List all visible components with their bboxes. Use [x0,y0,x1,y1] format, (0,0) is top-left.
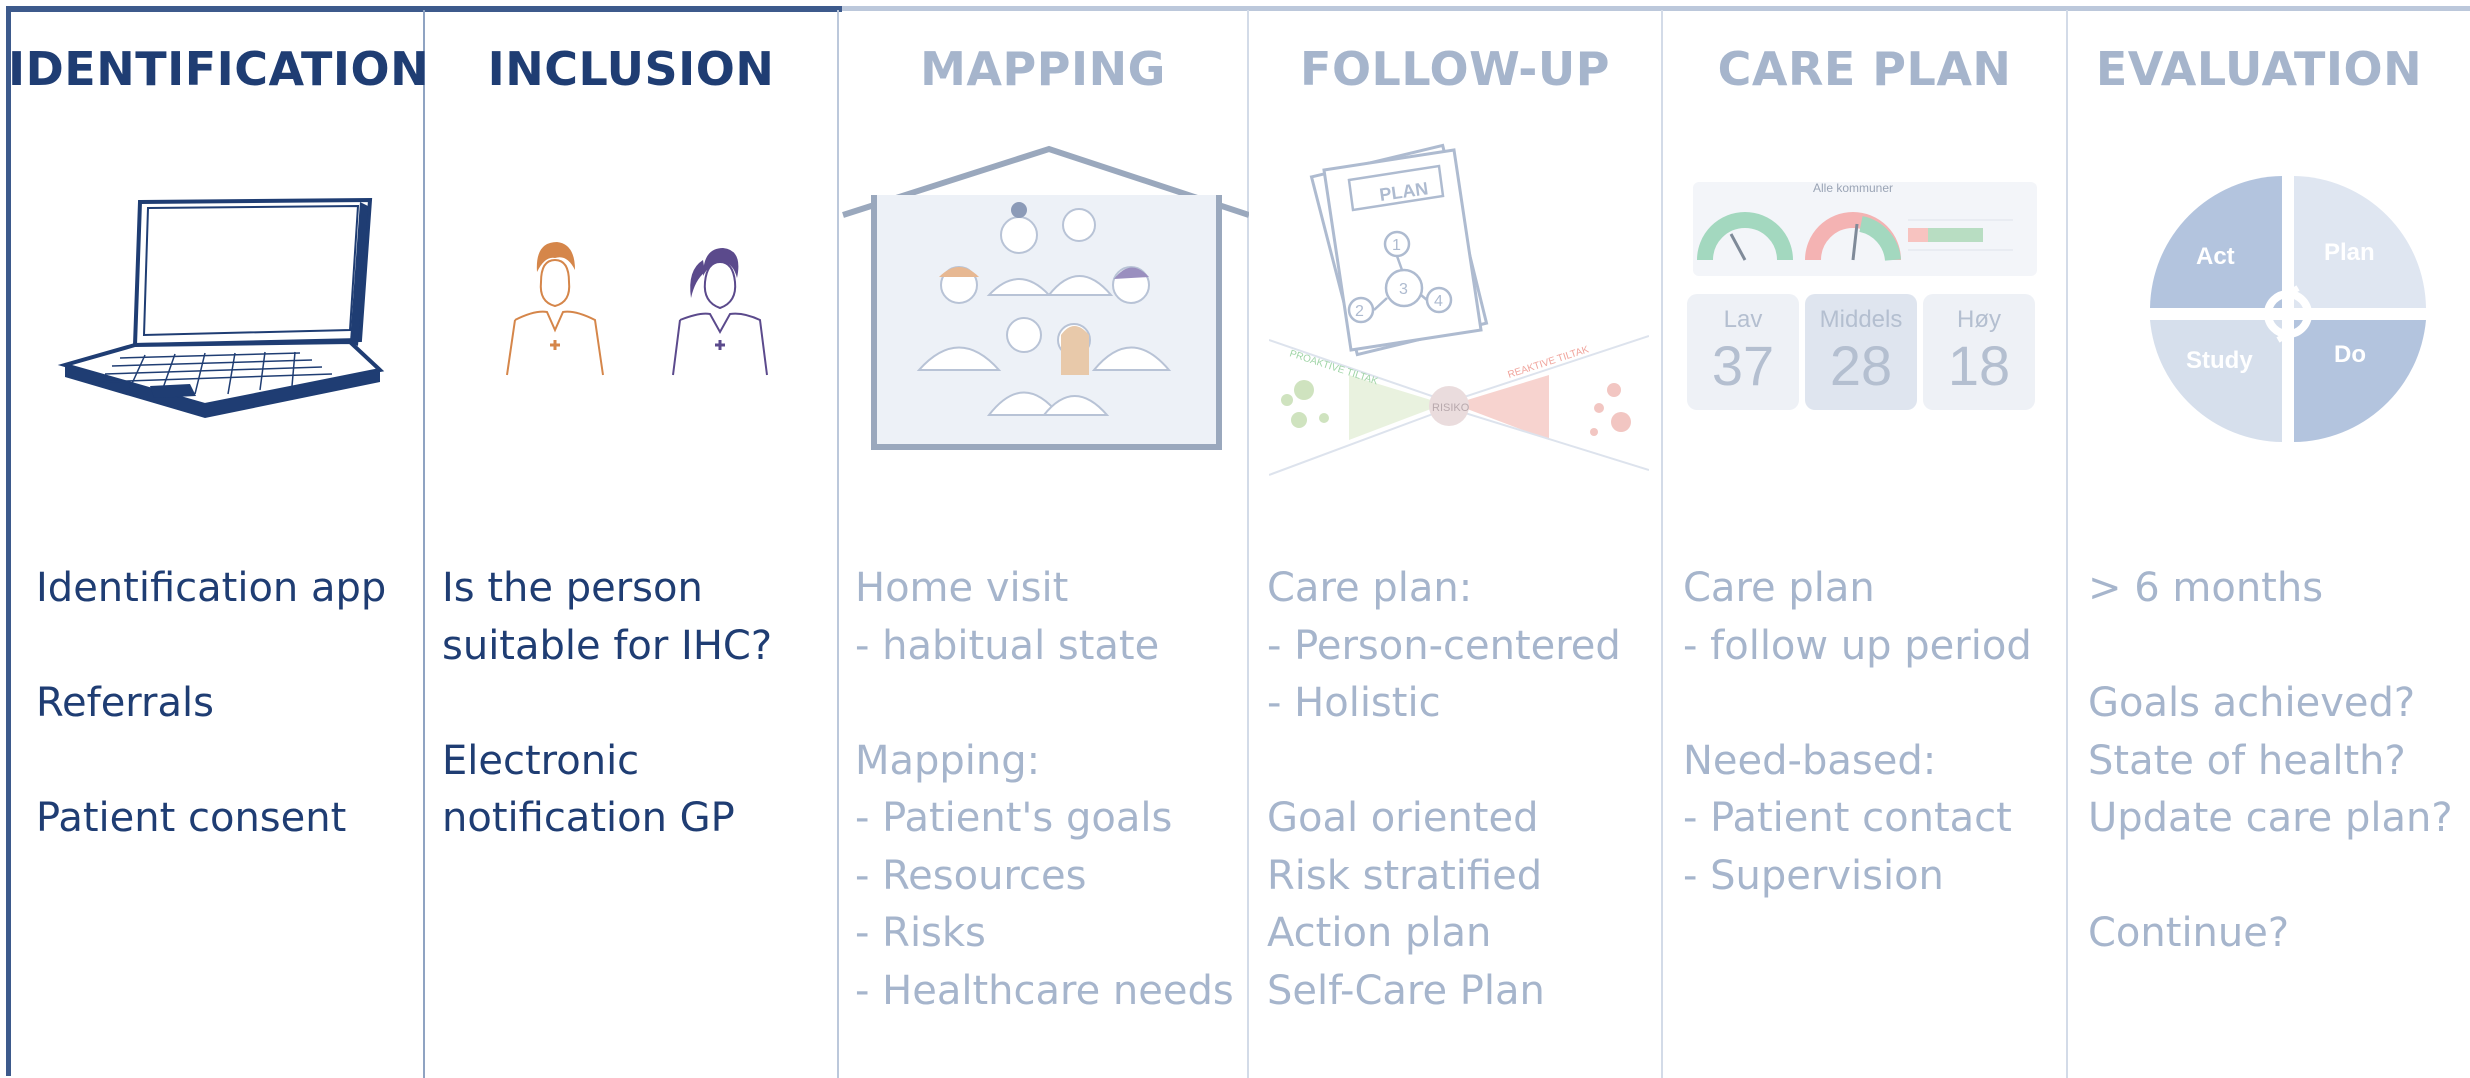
line: - Patient's goals [855,795,1173,841]
line [2088,618,2453,676]
tile-label: Høy [1957,306,2001,333]
risk-tile-medium: Middels 28 [1805,294,1917,410]
line: Care plan [1683,565,1875,611]
line: - Supervision [1683,852,1944,899]
heading-follow-up: FOLLOW-UP [1300,42,1610,96]
risk-tile-high: Høy 18 [1923,294,2035,410]
heading-inclusion: INCLUSION [487,42,775,96]
laptop-icon [57,197,385,418]
line [36,618,386,676]
line: Care plan: [1267,565,1473,611]
care-plan-text: Care plan - follow up period Need-based:… [1683,560,2032,905]
risk-label: RISIKO [1432,402,1470,414]
column-mapping: MAPPING Home visit - habitual state Mapp… [839,0,1249,1078]
line: Continue? [2088,910,2290,956]
line: Is the person [442,565,703,611]
column-identification: IDENTIFICATION Identification app Referr… [8,0,430,1078]
line: Need-based: [1683,737,1937,784]
inclusion-text: Is the person suitable for IHC? Electron… [442,560,772,848]
step-2: 2 [1355,303,1364,320]
divider-3 [1247,10,1249,1078]
heading-identification: IDENTIFICATION [8,42,430,96]
line [2088,848,2453,906]
tile-label: Middels [1819,306,1903,333]
line [855,675,1234,733]
plan-and-bowtie-icon: PLAN 1 2 3 4 RISIKO PROAKTIVE TILTAK REA… [1269,143,1649,476]
divider-2 [837,10,839,1078]
follow-up-text: Care plan: - Person-centered - Holistic … [1267,560,1621,1020]
column-care-plan: CARE PLAN Alle kommuner Lav 37 Middels [1663,0,2066,1078]
heading-care-plan: CARE PLAN [1717,42,2012,96]
line: - follow up period [1683,622,2032,669]
line: Risk stratified [1267,852,1543,899]
heading-evaluation: EVALUATION [2095,42,2423,96]
cycle-study: Study [2186,347,2253,374]
line: Electronic [442,737,640,784]
gauges-panel: Alle kommuner [1693,181,2037,276]
line: Patient consent [36,795,347,841]
line [1267,733,1621,791]
line: - Risks [855,910,986,956]
line: - Person-centered [1267,622,1621,669]
identification-text: Identification app Referrals Patient con… [36,560,386,848]
heading-mapping: MAPPING [920,42,1166,96]
evaluation-text: > 6 months Goals achieved? State of heal… [2088,560,2453,963]
line: > 6 months [2088,565,2324,611]
line: suitable for IHC? [442,622,773,669]
step-4: 4 [1434,293,1443,310]
line: - Holistic [1267,680,1441,726]
step-1: 1 [1392,237,1401,254]
cycle-do: Do [2334,341,2366,368]
line: Identification app [36,565,387,611]
column-follow-up: FOLLOW-UP PLAN 1 2 3 4 RISIKO PROAKT [1249,0,1661,1078]
cycle-act: Act [2196,243,2235,270]
mapping-text: Home visit - habitual state Mapping: - P… [855,560,1234,1020]
line [442,675,772,733]
tile-value: 18 [1947,334,2011,397]
line: Self-Care Plan [1267,967,1545,1014]
line [1683,675,2032,733]
line: Goals achieved? [2088,680,2416,726]
dashboard-title: Alle kommuner [1813,181,1893,195]
line: Action plan [1267,910,1492,956]
line: - Healthcare needs [855,967,1234,1014]
left-frame-line [6,8,11,1076]
line [36,733,386,791]
line: Update care plan? [2088,795,2453,841]
line: Goal oriented [1267,795,1539,841]
house-with-people-icon [842,145,1249,450]
column-inclusion: INCLUSION Is the person suitable for IHC… [425,0,837,1078]
risk-tile-low: Lav 37 [1687,294,1799,410]
line: - Resources [855,852,1087,899]
tile-value: 37 [1711,334,1775,397]
nurses-icon [506,242,768,376]
pdsa-cycle-icon: Act Plan Study Do [2150,176,2426,442]
top-line-faded [842,6,2470,11]
cycle-plan: Plan [2324,239,2375,266]
dashboard-icon: Alle kommuner Lav 37 Middels 28 Høy 18 [1687,178,2037,420]
line: - habitual state [855,622,1160,669]
tile-value: 28 [1829,334,1893,397]
divider-1 [423,10,425,1078]
top-line-active [6,6,842,12]
line: - Patient contact [1683,795,2012,841]
line: Referrals [36,680,214,726]
line: Home visit [855,565,1069,611]
divider-4 [1661,10,1663,1078]
column-evaluation: EVALUATION Act Plan Study Do > 6 months … [2068,0,2470,1078]
step-3: 3 [1399,281,1408,298]
divider-5 [2066,10,2068,1078]
line: notification GP [442,795,735,841]
line: Mapping: [855,737,1041,784]
tile-label: Lav [1723,306,1763,333]
line: State of health? [2088,737,2406,784]
